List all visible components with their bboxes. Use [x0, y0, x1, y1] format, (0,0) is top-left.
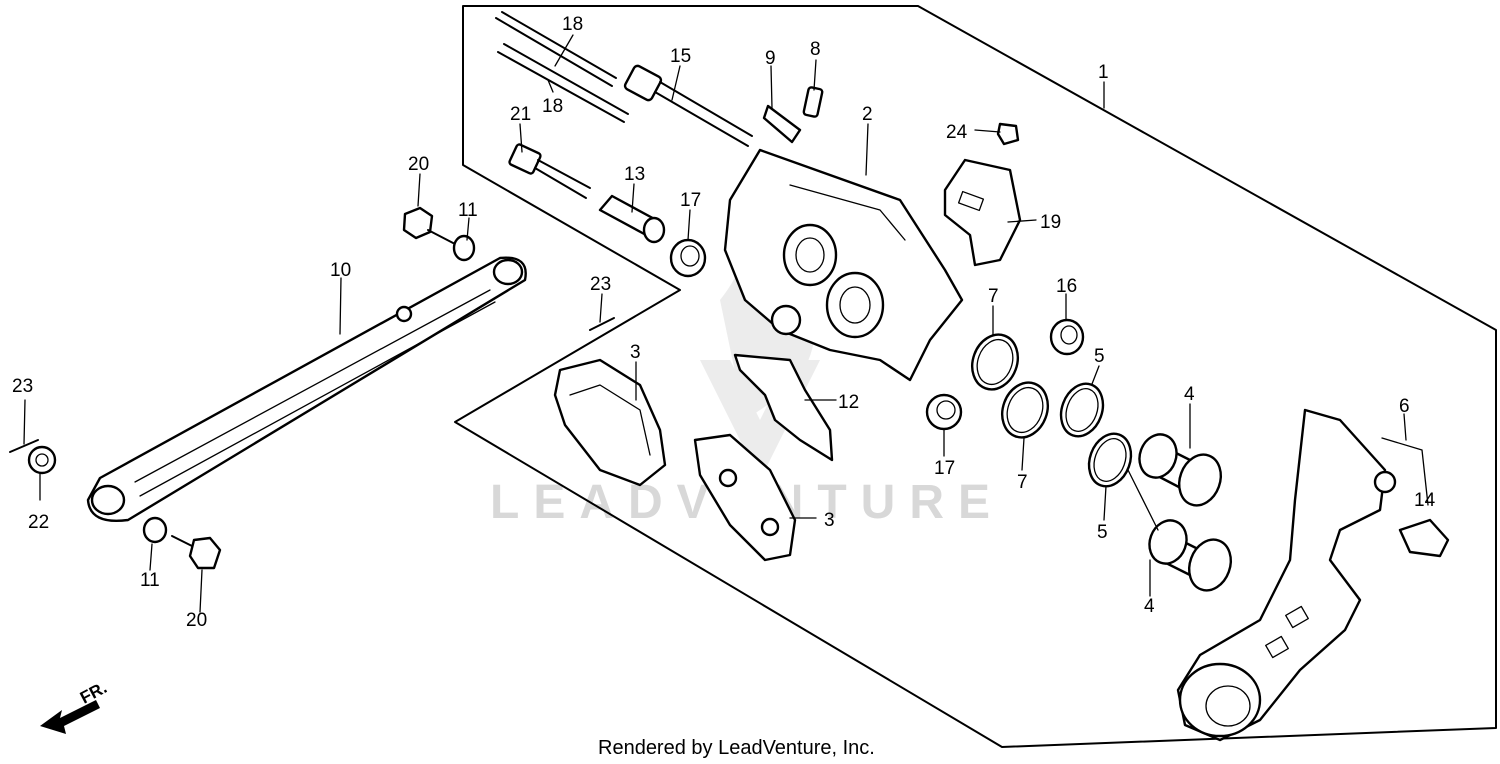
- callout-19: 19: [1040, 212, 1061, 233]
- part-22-nut: [27, 445, 57, 475]
- part-3-pad-upper: [553, 358, 667, 487]
- part-23-pin-upper: [589, 317, 615, 331]
- part-23-pin-left: [9, 439, 39, 453]
- part-5-seal-lower: [1087, 432, 1133, 488]
- part-13-sleeve: [598, 194, 666, 244]
- part-4-piston-lower: [1148, 519, 1232, 592]
- callout-11-lower: 11: [140, 570, 160, 591]
- callout-21: 21: [510, 104, 531, 125]
- callout-7-lower: 7: [1017, 472, 1028, 493]
- callout-13: 13: [624, 164, 645, 185]
- callout-9: 9: [765, 48, 776, 69]
- part-20-bolt-upper: [402, 206, 456, 245]
- callout-labels: 1 2 3 3 4 4 5 5 6 7 7 8 9 10 11 11 12 13…: [12, 14, 1436, 631]
- callout-23-upper: 23: [590, 274, 611, 295]
- callout-22: 22: [28, 512, 49, 533]
- render-credit: Rendered by LeadVenture, Inc.: [598, 737, 875, 759]
- callout-6: 6: [1399, 396, 1410, 417]
- part-4-piston-upper: [1138, 433, 1222, 507]
- part-14-retainer: [1398, 518, 1450, 558]
- part-5-seal-upper: [1059, 382, 1105, 438]
- callout-14: 14: [1414, 490, 1436, 511]
- part-3-pad-lower: [693, 433, 797, 562]
- part-15-pin-bolt: [623, 64, 753, 147]
- part-2-caliper-body: [723, 148, 964, 382]
- callout-20-upper: 20: [408, 154, 429, 175]
- piston-guide-line: [1127, 469, 1159, 531]
- part-20-bolt-lower: [171, 535, 222, 570]
- part-19-pad-spring: [943, 158, 1022, 267]
- callout-5-lower: 5: [1097, 522, 1108, 543]
- callout-20-lower: 20: [186, 610, 207, 631]
- part-11-washer-upper: [452, 234, 476, 262]
- part-8-bleeder: [802, 86, 824, 118]
- front-marker-label: FR.: [77, 678, 110, 708]
- part-11-washer-lower: [142, 516, 168, 544]
- callout-4-upper: 4: [1184, 384, 1195, 405]
- part-17-boot-lower: [925, 393, 963, 431]
- callout-5-upper: 5: [1094, 346, 1105, 367]
- callout-8: 8: [810, 39, 821, 60]
- callout-17-upper: 17: [680, 190, 701, 211]
- part-12-spring: [733, 353, 834, 462]
- part-18-pins: [495, 11, 629, 123]
- callout-18-upper: 18: [562, 14, 583, 35]
- callout-2: 2: [862, 104, 873, 125]
- callout-11-upper: 11: [458, 200, 478, 221]
- part-6-caliper-bracket: [1176, 408, 1397, 742]
- front-arrow-icon: FR.: [40, 678, 110, 734]
- callout-16: 16: [1056, 276, 1077, 297]
- part-24-bolt: [996, 122, 1020, 146]
- part-9-clip: [762, 104, 802, 144]
- callout-23-left: 23: [12, 376, 33, 397]
- assembly-boundary: [454, 5, 1497, 748]
- part-7-seal-lower: [1001, 381, 1049, 439]
- part-7-seal-upper: [971, 333, 1019, 391]
- callout-17-lower: 17: [934, 458, 955, 479]
- callout-1: 1: [1098, 62, 1109, 83]
- part-16-boot: [1049, 318, 1085, 356]
- part-21-bolt: [508, 143, 591, 199]
- callout-24: 24: [946, 122, 968, 143]
- part-6-leader-bracket: [1381, 437, 1429, 506]
- callout-18-lower: 18: [542, 96, 563, 117]
- callout-4-lower: 4: [1144, 596, 1155, 617]
- callout-3-lower: 3: [824, 510, 835, 531]
- callout-15: 15: [670, 46, 691, 67]
- part-10-torque-link: [86, 256, 527, 522]
- leader-lines: [23, 34, 1407, 613]
- callout-10: 10: [330, 260, 351, 281]
- callout-7-upper: 7: [988, 286, 999, 307]
- callout-3-upper: 3: [630, 342, 641, 363]
- callout-12: 12: [838, 392, 859, 413]
- part-17-boot-upper: [669, 238, 707, 278]
